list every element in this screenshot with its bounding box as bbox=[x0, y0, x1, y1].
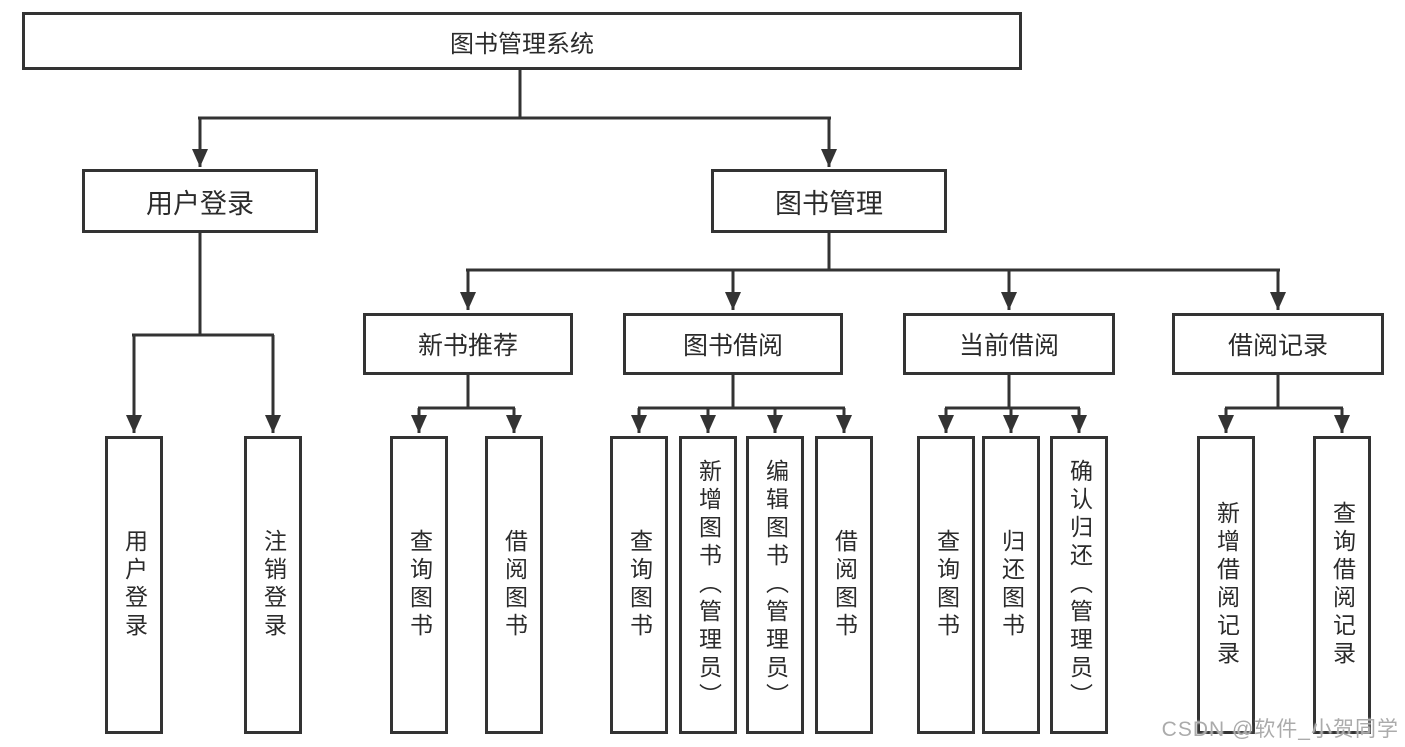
leaf-borrow-books-borrowing: 借阅图书 bbox=[815, 436, 873, 734]
leaf-label: 确认归还（管理员） bbox=[1066, 459, 1093, 711]
node-current-borrowing: 当前借阅 bbox=[903, 313, 1115, 375]
leaf-borrow-books-recommendation: 借阅图书 bbox=[485, 436, 543, 734]
leaf-label: 新增借阅记录 bbox=[1213, 501, 1240, 669]
leaf-add-borrow-record: 新增借阅记录 bbox=[1197, 436, 1255, 734]
leaf-label: 查询图书 bbox=[933, 529, 960, 641]
leaf-label: 查询图书 bbox=[406, 529, 433, 641]
node-library-management-system: 图书管理系统 bbox=[22, 12, 1022, 70]
leaf-label: 借阅图书 bbox=[501, 529, 528, 641]
leaf-label: 注销登录 bbox=[260, 529, 287, 641]
leaf-add-book-admin: 新增图书（管理员） bbox=[679, 436, 737, 734]
leaf-user-login: 用户登录 bbox=[105, 436, 163, 734]
node-book-borrowing: 图书借阅 bbox=[623, 313, 843, 375]
leaf-label: 查询借阅记录 bbox=[1329, 501, 1356, 669]
leaf-label: 用户登录 bbox=[121, 529, 148, 641]
leaf-edit-book-admin: 编辑图书（管理员） bbox=[746, 436, 804, 734]
leaf-query-books-borrowing: 查询图书 bbox=[610, 436, 668, 734]
leaf-label: 编辑图书（管理员） bbox=[762, 459, 789, 711]
leaf-label: 查询图书 bbox=[626, 529, 653, 641]
leaf-return-books: 归还图书 bbox=[982, 436, 1040, 734]
node-user-login: 用户登录 bbox=[82, 169, 318, 233]
leaf-logout: 注销登录 bbox=[244, 436, 302, 734]
leaf-label: 新增图书（管理员） bbox=[695, 459, 722, 711]
leaf-label: 借阅图书 bbox=[831, 529, 858, 641]
node-book-management: 图书管理 bbox=[711, 169, 947, 233]
csdn-watermark: CSDN @软件_小贺同学 bbox=[1161, 718, 1399, 741]
leaf-label: 归还图书 bbox=[998, 529, 1025, 641]
leaf-query-books-current: 查询图书 bbox=[917, 436, 975, 734]
leaf-query-borrow-record: 查询借阅记录 bbox=[1313, 436, 1371, 734]
leaf-confirm-return-admin: 确认归还（管理员） bbox=[1050, 436, 1108, 734]
node-borrowing-records: 借阅记录 bbox=[1172, 313, 1384, 375]
node-new-book-recommendation: 新书推荐 bbox=[363, 313, 573, 375]
leaf-query-books-recommendation: 查询图书 bbox=[390, 436, 448, 734]
